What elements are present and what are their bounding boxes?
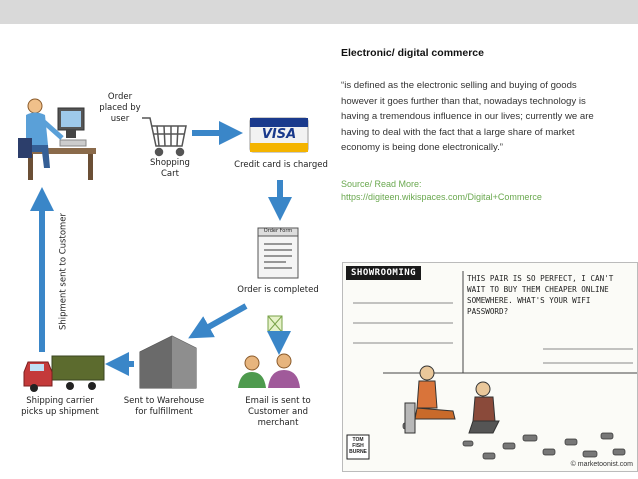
visa-card-icon xyxy=(249,117,309,153)
warehouse-label: Sent to Warehouse for fulfillment xyxy=(123,396,205,417)
source-block: Source/ Read More: https://digiteen.wiki… xyxy=(341,178,621,204)
order-completed-label: Order is completed xyxy=(237,285,319,295)
credit-card-label: Credit card is charged xyxy=(234,160,328,170)
order-form-icon xyxy=(257,227,299,279)
user-at-computer-icon xyxy=(18,98,96,180)
order-placed-label: Order placed by user xyxy=(99,92,141,124)
customer-and-merchant-icon xyxy=(238,353,300,388)
clerk-figure xyxy=(468,381,500,434)
flow-arrows xyxy=(30,121,292,376)
delivery-truck-icon xyxy=(23,355,105,392)
warehouse-icon xyxy=(139,335,197,389)
slide-title: Electronic/ digital commerce xyxy=(341,47,484,59)
cartoonist-signature: TOM FISH BURNE xyxy=(349,437,367,455)
slide-top-bar xyxy=(0,0,638,24)
cartoon-caption: SHOWROOMING xyxy=(346,266,422,280)
arrow-completed-to-warehouse xyxy=(188,303,248,339)
shipping-carrier-label: Shipping carrier picks up shipment xyxy=(21,396,99,417)
definition-quote: “is defined as the electronic selling an… xyxy=(341,80,594,153)
source-label: Source/ Read More: xyxy=(341,179,422,189)
envelope-icon xyxy=(267,315,283,333)
speech-bubble-text: This pair is so perfect, I can't wait to… xyxy=(467,274,614,316)
shipment-sent-label: Shipment sent to Customer xyxy=(58,212,69,331)
cartoon-drawing xyxy=(346,271,637,460)
showrooming-cartoon: SHOWROOMING This pair is so perfect, I c… xyxy=(342,262,638,472)
order-form-label: Order Form xyxy=(263,228,293,234)
customer-figure xyxy=(404,365,456,434)
source-link[interactable]: https://digiteen.wikispaces.com/Digital+… xyxy=(341,192,542,202)
visa-logo-text: VISA xyxy=(261,127,297,142)
email-sent-label: Email is sent to Customer and merchant xyxy=(245,396,311,428)
shopping-cart-label: Shopping Cart xyxy=(150,158,190,179)
shopping-cart-icon xyxy=(142,117,187,157)
cartoon-credit: © marketoonist.com xyxy=(570,461,633,468)
